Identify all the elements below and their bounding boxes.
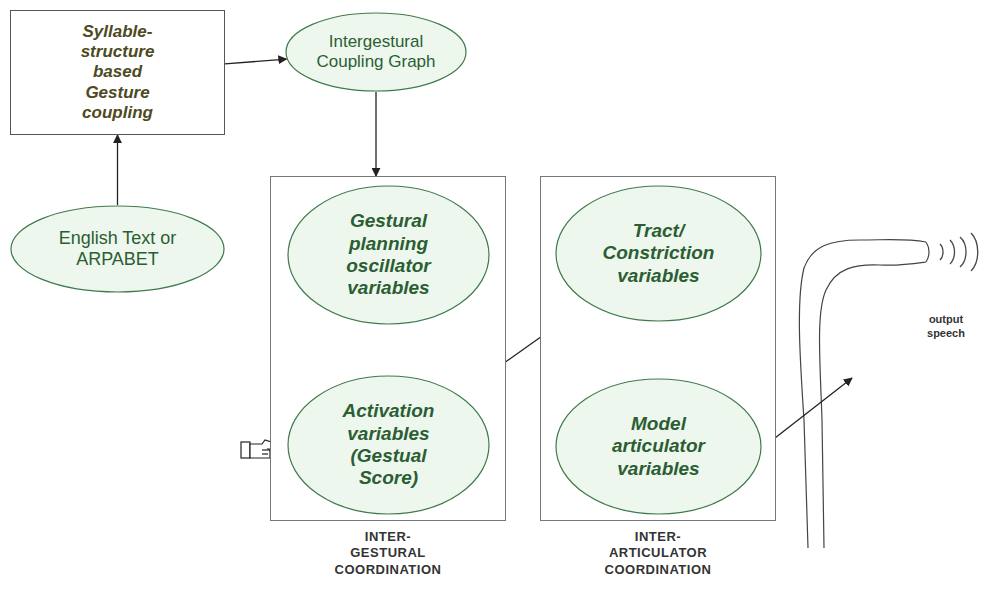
outline <box>556 379 761 514</box>
outline <box>11 11 225 135</box>
text-holder: Syllable-structure based Gesture couplin… <box>10 10 225 135</box>
outline <box>556 186 761 321</box>
text-holder: Intergestural Coupling Graph <box>285 12 467 92</box>
outline <box>11 206 224 292</box>
outline <box>288 376 489 514</box>
group-heading: INTER- GESTURAL COORDINATION <box>326 529 451 578</box>
node-text: Syllable-structure based Gesture couplin… <box>62 22 174 122</box>
process-box: Syllable-structure based Gesture couplin… <box>10 10 225 135</box>
outline <box>541 177 776 521</box>
process-ellipse: Intergestural Coupling Graph <box>285 12 467 92</box>
group-frame: INTER- GESTURAL COORDINATIONGestural pla… <box>270 176 506 521</box>
node-text: Model articulator variables <box>586 413 731 480</box>
text-holder: Model articulator variables <box>555 378 762 515</box>
variable-ellipse: Tract/ Constriction variables <box>555 185 762 322</box>
variable-ellipse: Model articulator variables <box>555 378 762 515</box>
variable-ellipse: Activation variables (Gestual Score) <box>287 375 490 515</box>
node-text: Gestural planning oscillator variables <box>319 210 459 300</box>
outline <box>288 186 489 324</box>
text-holder: Gestural planning oscillator variables <box>287 185 490 325</box>
connector <box>225 59 286 64</box>
vocal-tract <box>799 240 929 549</box>
connector <box>117 135 118 205</box>
node-text: Activation variables (Gestual Score) <box>319 400 459 490</box>
text-holder: English Text or ARPABET <box>10 205 225 293</box>
node-text: English Text or ARPABET <box>53 228 183 270</box>
text-holder: Tract/ Constriction variables <box>555 185 762 322</box>
output-arrow <box>766 378 852 445</box>
node-text: Intergestural Coupling Graph <box>314 32 439 72</box>
node-text: Tract/ Constriction variables <box>586 220 731 287</box>
connector <box>375 92 376 176</box>
group-frame: INTER- ARTICULATOR COORDINATIONTract/ Co… <box>540 176 776 521</box>
outline <box>271 177 506 521</box>
output-label: output speech <box>915 312 977 341</box>
text-holder: Activation variables (Gestual Score) <box>287 375 490 515</box>
group-heading: INTER- ARTICULATOR COORDINATION <box>596 529 721 578</box>
sound-waves <box>940 233 978 271</box>
input-ellipse: English Text or ARPABET <box>10 205 225 293</box>
outline <box>286 13 466 91</box>
variable-ellipse: Gestural planning oscillator variables <box>287 185 490 325</box>
